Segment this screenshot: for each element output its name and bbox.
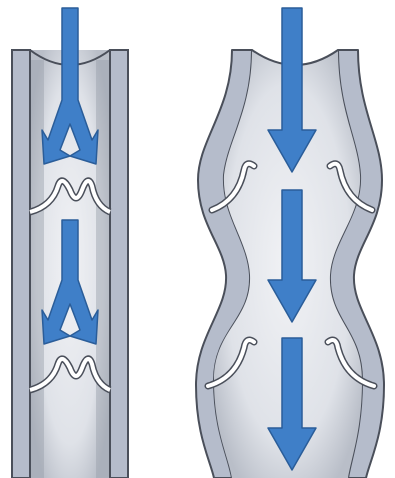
healthy-vein-shading-left: [30, 60, 44, 478]
healthy-vein-panel: [12, 8, 128, 478]
varicose-vein-panel: [196, 8, 384, 478]
healthy-vein-wall-left: [12, 50, 30, 478]
healthy-vein-shading-right: [96, 60, 110, 478]
healthy-vein-wall-right: [110, 50, 128, 478]
